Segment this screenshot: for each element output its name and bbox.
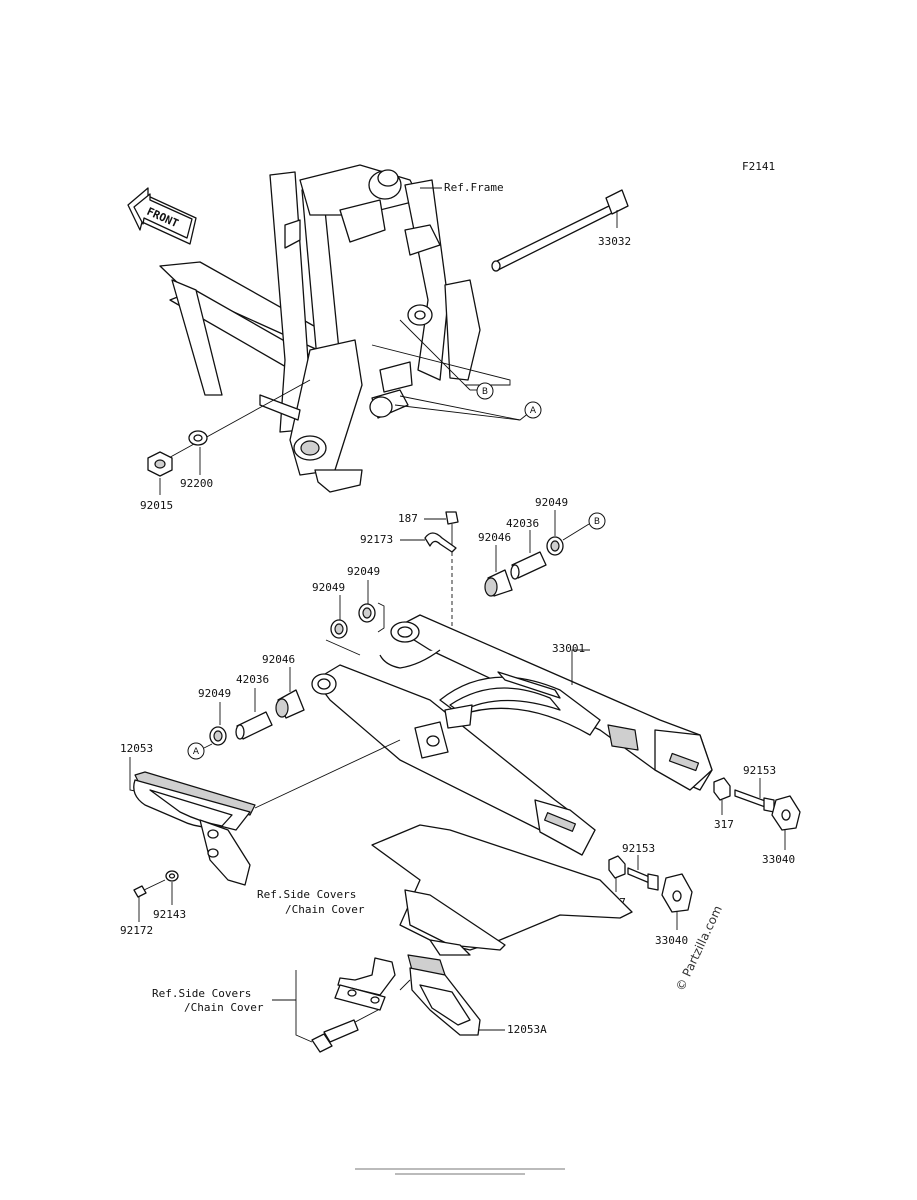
seal-92049-left bbox=[209, 726, 227, 746]
part-33001-label: 33001 bbox=[552, 642, 585, 655]
part-92173-label: 92173 bbox=[360, 533, 393, 546]
svg-text:B: B bbox=[482, 387, 488, 397]
marker-a-top bbox=[524, 401, 542, 419]
bolt-92153-right bbox=[734, 789, 775, 813]
ref-frame-label: Ref.Frame bbox=[444, 181, 504, 194]
seal-92049-top bbox=[546, 536, 564, 556]
part-92143-label: 92143 bbox=[153, 908, 186, 921]
part-317-right-label: 317 bbox=[714, 818, 734, 831]
plate-33040-right bbox=[771, 795, 801, 831]
svg-text:B: B bbox=[594, 517, 600, 527]
part-33040-right-label: 33040 bbox=[762, 853, 795, 866]
footer-fine-print bbox=[355, 1168, 565, 1170]
part-12053a-label: 12053A bbox=[507, 1023, 547, 1036]
part-92153-mid-label: 92153 bbox=[622, 842, 655, 855]
part-92049-top-label: 92049 bbox=[535, 496, 568, 509]
bolt-bracket bbox=[311, 1019, 359, 1053]
bushing-92046-left bbox=[275, 689, 305, 719]
svg-text:A: A bbox=[530, 406, 537, 416]
clamp-92173 bbox=[424, 532, 457, 553]
sleeve-42036-left bbox=[235, 711, 273, 740]
sleeve-42036-top bbox=[510, 551, 547, 580]
part-92046-top-label: 92046 bbox=[478, 531, 511, 544]
part-92015-label: 92015 bbox=[140, 499, 173, 512]
bolt-187 bbox=[445, 511, 459, 548]
part-92049-mid1-label: 92049 bbox=[312, 581, 345, 594]
part-92172-label: 92172 bbox=[120, 924, 153, 937]
part-92049-mid2-label: 92049 bbox=[347, 565, 380, 578]
svg-text:A: A bbox=[193, 747, 200, 757]
nut-92015 bbox=[147, 451, 173, 477]
part-42036-left-label: 42036 bbox=[236, 673, 269, 686]
swingarm-33001 bbox=[311, 614, 713, 856]
chain-guide-12053 bbox=[133, 771, 256, 886]
seal-92049-mid2 bbox=[358, 603, 376, 623]
chain-guide-12053a bbox=[407, 954, 481, 1036]
ref-side-covers-1a: Ref.Side Covers bbox=[257, 888, 356, 901]
chain-guide-bracket bbox=[334, 957, 396, 1011]
part-92046-left-label: 92046 bbox=[262, 653, 295, 666]
plate-33040-mid bbox=[661, 873, 693, 913]
bushing-92046-top bbox=[484, 569, 513, 597]
part-92200-label: 92200 bbox=[180, 477, 213, 490]
part-33040-mid-label: 33040 bbox=[655, 934, 688, 947]
marker-b-mid bbox=[588, 512, 606, 530]
marker-b-top bbox=[476, 382, 494, 400]
part-92049-left-label: 92049 bbox=[198, 687, 231, 700]
ref-side-covers-2b: /Chain Cover bbox=[184, 1001, 264, 1014]
seal-92049-mid1 bbox=[330, 619, 348, 639]
footer-fine-print-2 bbox=[395, 1173, 525, 1175]
washer-92200 bbox=[188, 430, 208, 446]
washer-92143 bbox=[165, 870, 179, 882]
screw-92172 bbox=[133, 879, 166, 898]
front-arrow-icon: FRONT bbox=[127, 187, 197, 245]
frame-illustration bbox=[159, 164, 481, 493]
bolt-92153-mid bbox=[627, 867, 659, 891]
ref-side-covers-1b: /Chain Cover bbox=[285, 903, 365, 916]
part-92153-right-label: 92153 bbox=[743, 764, 776, 777]
watermark: © Partzilla.com bbox=[673, 903, 725, 993]
nut-317-right bbox=[713, 777, 731, 801]
part-12053-label: 12053 bbox=[120, 742, 153, 755]
chain-cover-illustration bbox=[371, 824, 633, 956]
diagram-id: F2141 bbox=[742, 160, 775, 173]
nut-317-mid bbox=[608, 855, 626, 879]
part-187-label: 187 bbox=[398, 512, 418, 525]
pivot-shaft-33032 bbox=[491, 189, 629, 272]
marker-a-left bbox=[187, 742, 205, 760]
part-42036-top-label: 42036 bbox=[506, 517, 539, 530]
part-33032-label: 33032 bbox=[598, 235, 631, 248]
ref-side-covers-2a: Ref.Side Covers bbox=[152, 987, 251, 1000]
